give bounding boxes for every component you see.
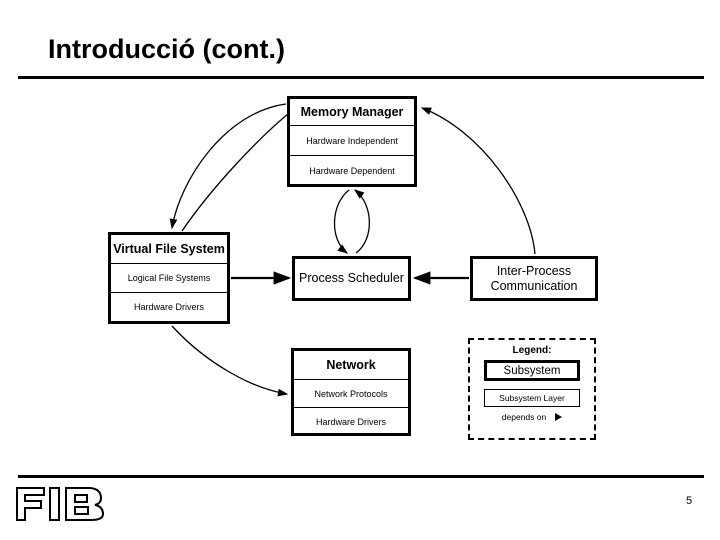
subsystem-inter-process-communication-title: Inter-Process Communication	[490, 264, 578, 293]
arrow-right-icon	[555, 413, 563, 421]
fib-logo	[16, 487, 105, 521]
edge-process-scheduler-to-memory-manager	[353, 189, 371, 254]
subsystem-virtual-file-system-layer-0: Logical File Systems	[111, 263, 227, 292]
legend-box: Legend: Subsystem Subsystem Layer depend…	[468, 338, 596, 440]
edge-memory-manager-to-process-scheduler	[333, 189, 350, 254]
subsystem-network-title: Network	[326, 358, 376, 372]
edge-virtual-file-system-to-network	[171, 325, 289, 397]
legend-title: Legend:	[512, 345, 552, 356]
subsystem-memory-manager-layer-1: Hardware Dependent	[290, 155, 414, 185]
subsystem-virtual-file-system-layer-1: Hardware Drivers	[111, 292, 227, 321]
title-divider	[18, 76, 704, 79]
subsystem-network-layer-1: Hardware Drivers	[294, 407, 408, 435]
legend-subsystem-sample: Subsystem	[484, 360, 580, 381]
page-title: Introducció (cont.)	[48, 34, 285, 64]
subsystem-memory-manager-layer-0: Hardware Independent	[290, 125, 414, 155]
edge-virtual-file-system-to-memory-manager	[181, 105, 300, 232]
edge-memory-manager-to-virtual-file-system	[169, 103, 287, 230]
edge-ipc-to-memory-manager	[420, 107, 536, 255]
legend-depends-on-label: depends on	[501, 412, 547, 422]
subsystem-process-scheduler-title: Process Scheduler	[299, 271, 404, 286]
subsystem-process-scheduler[interactable]: Process Scheduler	[292, 256, 411, 301]
subsystem-memory-manager[interactable]: Memory Manager Hardware Independent Hard…	[287, 96, 417, 187]
subsystem-virtual-file-system-title: Virtual File System	[113, 242, 225, 256]
subsystem-network[interactable]: Network Network Protocols Hardware Drive…	[291, 348, 411, 436]
legend-subsystem-layer-sample: Subsystem Layer	[484, 389, 580, 407]
subsystem-inter-process-communication[interactable]: Inter-Process Communication	[470, 256, 598, 301]
footer-divider	[18, 475, 704, 478]
page-number: 5	[686, 495, 693, 507]
subsystem-network-layer-0: Network Protocols	[294, 379, 408, 407]
subsystem-virtual-file-system[interactable]: Virtual File System Logical File Systems…	[108, 232, 230, 324]
subsystem-memory-manager-title: Memory Manager	[300, 105, 404, 119]
legend-depends-on-row: depends on	[482, 412, 582, 422]
